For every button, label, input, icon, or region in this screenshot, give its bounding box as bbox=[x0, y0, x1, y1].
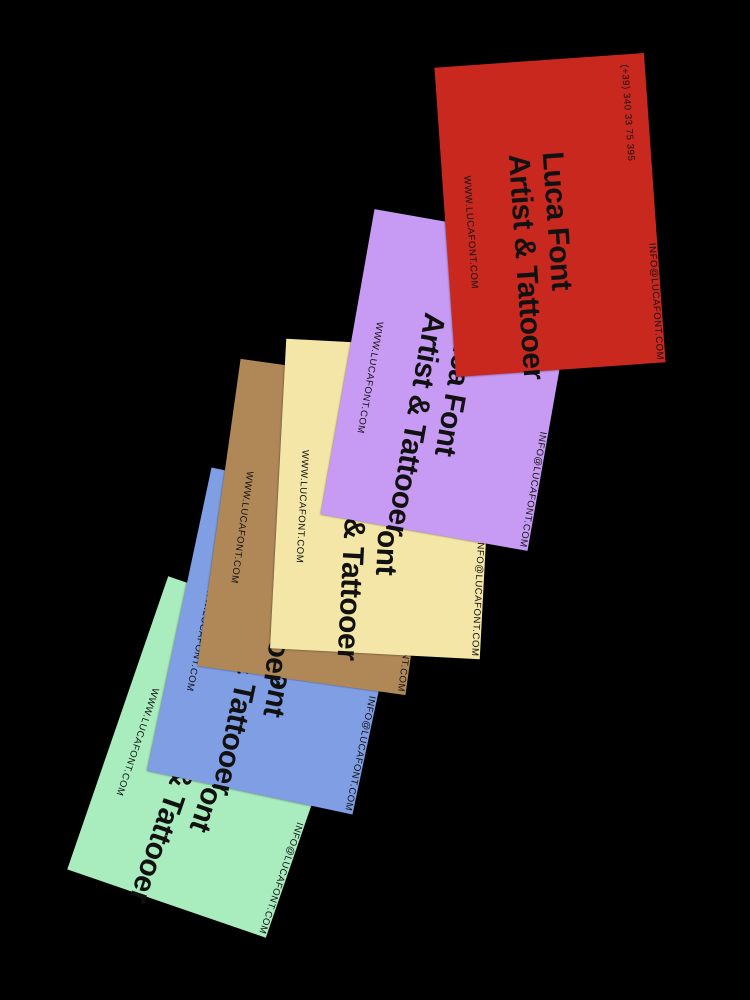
card-email: INFO@LUCAFONT.COM bbox=[256, 820, 305, 936]
card-phone: (+39) 340 33 75 395 bbox=[618, 64, 637, 162]
card-email: INFO@LUCAFONT.COM bbox=[468, 538, 487, 657]
card-email: INFO@LUCAFONT.COM bbox=[646, 242, 666, 361]
card-website: WWW.LUCAFONT.COM bbox=[228, 470, 255, 585]
card-email: INFO@LUCAFONT.COM bbox=[342, 694, 378, 812]
card-email: INFO@LUCAFONT.COM bbox=[517, 430, 549, 549]
business-card-red: Luca Font Artist & Tattooer WWW.LUCAFONT… bbox=[434, 53, 666, 381]
card-title: Luca Font Artist & Tattooer bbox=[501, 151, 585, 381]
card-website: WWW.LUCAFONT.COM bbox=[354, 320, 385, 435]
card-website: WWW.LUCAFONT.COM bbox=[293, 449, 311, 564]
card-website: WWW.LUCAFONT.COM bbox=[461, 175, 480, 290]
